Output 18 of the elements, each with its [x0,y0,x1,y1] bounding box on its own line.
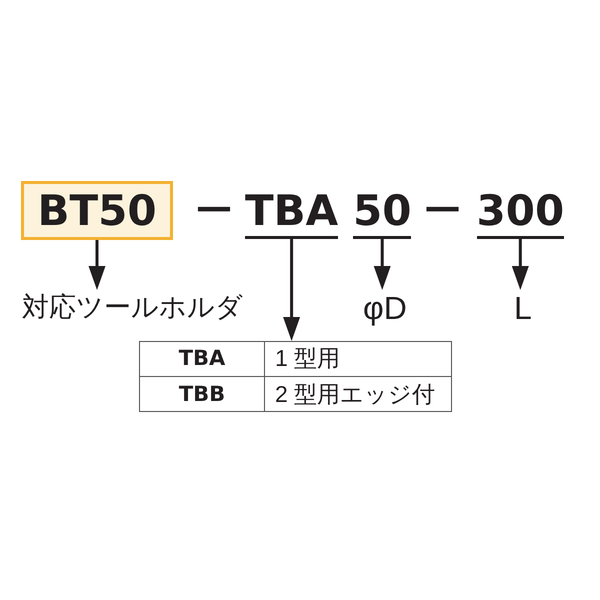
arrow [512,239,529,290]
underlined-code: TBA [245,190,338,239]
spec-table [139,341,452,412]
caption-text: 対応ツールホルダ [22,290,243,326]
dash-separator: — [196,190,232,226]
code-box: BT50 [21,181,173,240]
description-cell: 1 型用 [265,342,451,376]
description-cell-text: 2 型用エッジ付 [274,380,436,408]
dimension-label: L [514,290,532,326]
arrow [283,239,300,341]
arrow [374,239,391,290]
underlined-code: 300 [476,190,564,239]
code-cell: TBA [140,342,265,376]
dash-separator: — [424,190,460,226]
arrow [88,240,106,290]
dimension-label: φD [363,290,407,326]
underlined-code: 50 [353,190,412,239]
code-cell: TBB [140,376,265,411]
